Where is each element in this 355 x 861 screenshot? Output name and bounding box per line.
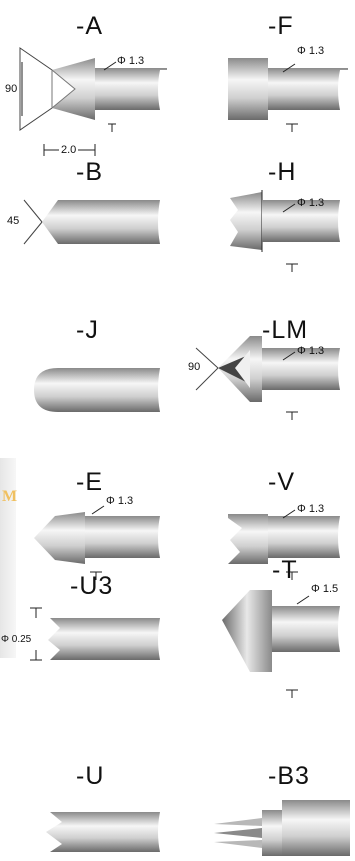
tip-H-shaft — [262, 200, 348, 242]
tip-label-B: -B — [76, 158, 103, 186]
tip-T-shaft — [272, 606, 348, 652]
tip-label-E: -E — [76, 468, 103, 496]
tip-H — [230, 190, 348, 272]
tip-B — [23, 199, 168, 245]
tip-B3-shaft — [282, 800, 350, 856]
tip-label-V: -V — [268, 468, 295, 496]
tip-E-head — [34, 512, 85, 564]
dim-F-diameter: Φ 1.3 — [297, 45, 325, 57]
tip-LM-shaft — [262, 348, 348, 390]
tip-B3-pin-mid — [214, 828, 262, 838]
dim-LM-diameter: Φ 1.3 — [297, 345, 325, 357]
tip-A-break — [158, 70, 167, 110]
tip-F — [228, 58, 348, 132]
side-band — [0, 458, 16, 658]
tip-E-shaft — [85, 516, 169, 558]
dim-B-angle: 45 — [7, 215, 20, 227]
tip-A-cone-recess — [51, 68, 76, 110]
tip-F-shaft — [268, 68, 348, 110]
tip-label-A: -A — [76, 12, 103, 40]
tip-B3 — [214, 800, 350, 856]
tip-label-U3: -U3 — [70, 572, 114, 600]
tip-T-head — [222, 590, 272, 672]
tip-B3-collar — [262, 810, 282, 856]
tip-label-H: -H — [268, 158, 297, 186]
tip-F-collar — [228, 58, 268, 120]
tip-A-shaft — [95, 68, 167, 110]
dim-T-diameter: Φ 1.5 — [311, 583, 339, 595]
dim-A-diameter: Φ 1.3 — [117, 55, 145, 67]
tip-B-body — [42, 200, 168, 244]
tip-label-F: -F — [268, 12, 294, 40]
dim-E-diameter: Φ 1.3 — [106, 495, 134, 507]
dim-U3-diameter: Φ 0.25 — [1, 634, 32, 645]
tip-J-body — [34, 368, 168, 412]
dim-LM-angle: 90 — [188, 361, 201, 373]
tip-V-shaft — [268, 516, 348, 558]
dim-A-angle: 90 — [5, 83, 18, 95]
tip-U-body — [46, 812, 168, 852]
tip-V — [228, 509, 348, 580]
dim-V-diameter: Φ 1.3 — [297, 503, 325, 515]
tip-A — [19, 47, 167, 156]
tip-U3 — [30, 607, 168, 661]
tip-T — [222, 590, 348, 698]
tip-U3-body — [48, 618, 168, 660]
tip-LM — [195, 336, 348, 420]
dim-H-diameter: Φ 1.3 — [297, 197, 325, 209]
dim-A-length: 2.0 — [59, 144, 79, 156]
tip-label-B3: -B3 — [268, 762, 310, 790]
tip-LM-facet — [218, 356, 246, 382]
tip-B3-pin-bot — [214, 840, 262, 848]
tip-J — [34, 368, 168, 412]
side-mark: M — [2, 488, 18, 505]
tip-E — [34, 505, 169, 580]
tip-label-T: -T — [272, 556, 298, 584]
tip-B3-pin-top — [214, 818, 262, 826]
tip-label-J: -J — [76, 316, 99, 344]
tip-label-U: -U — [76, 762, 105, 790]
tip-H-head — [230, 192, 262, 250]
tip-V-head — [228, 514, 268, 564]
tip-U — [46, 812, 168, 852]
tip-label-LM: -LM — [262, 316, 309, 344]
